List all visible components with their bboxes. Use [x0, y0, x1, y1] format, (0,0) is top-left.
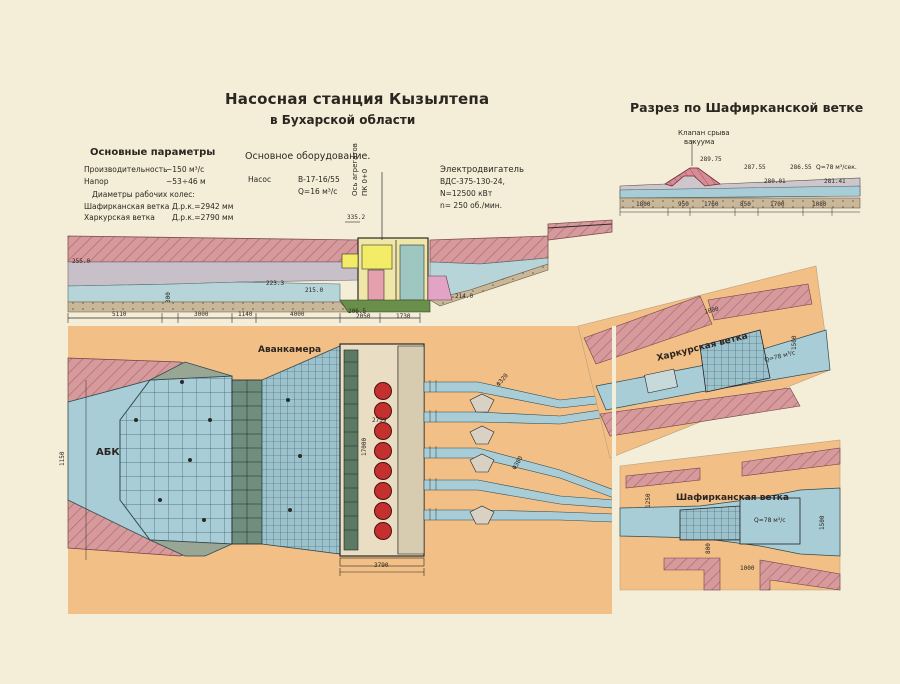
dimension-label: 1700 — [770, 201, 785, 208]
page-subtitle: в Бухарской области — [270, 113, 416, 127]
station-plan — [67, 326, 615, 614]
pump-flow: Q=16 м³/с — [298, 187, 338, 196]
dimension-label: 1500 — [791, 335, 798, 350]
dimension-label: 850 — [740, 201, 751, 208]
elevation-mark: 287.55 — [744, 164, 766, 171]
dimension-label: 1150 — [59, 451, 66, 466]
motor-power: N=12500 кВт — [440, 189, 493, 198]
shafirkan-branch-plan — [619, 439, 841, 591]
dimension-label: 3790 — [374, 562, 389, 569]
elevation-mark: 215.0 — [305, 287, 324, 294]
dimension-label: 2759 — [372, 417, 387, 424]
elevation-mark: 214.0 — [455, 293, 474, 300]
param-label: Производительность — [84, 165, 168, 174]
elevation-mark: 289.75 — [700, 156, 722, 163]
param-label: Шафирканская ветка — [84, 202, 170, 211]
dimension-label: 1000 — [740, 565, 755, 572]
dimension-label: 1080 — [812, 201, 827, 208]
axis-label: Ось агрегатов — [351, 143, 359, 196]
param-value: ~150 м³/с — [166, 165, 205, 174]
page-title: Насосная станция Кызылтепа — [225, 90, 490, 108]
dimension-label: 3000 — [194, 311, 209, 318]
dimension-label: 1140 — [238, 311, 253, 318]
param-label: Диаметры рабочих колес: — [92, 190, 195, 199]
pump-unit — [374, 482, 392, 500]
elevation-mark: 255.0 — [72, 258, 91, 265]
pump-unit — [374, 502, 392, 520]
param-label: Харкурская ветка — [84, 213, 155, 222]
shafirkan-branch-label: Шафирканская ветка — [676, 493, 789, 503]
dimension-label: 1250 — [645, 493, 652, 508]
pump-unit — [374, 422, 392, 440]
pump-type: В-17-16/55 — [298, 175, 340, 184]
params-heading: Основные параметры — [90, 147, 216, 158]
elevation-mark: 281.41 — [824, 178, 846, 185]
pump-unit — [374, 402, 392, 420]
longitudinal-profile — [67, 172, 613, 323]
dimension-label: 1500 — [819, 515, 826, 530]
dimension-label: 4000 — [290, 311, 305, 318]
param-value: Д.р.к.=2790 мм — [172, 213, 234, 222]
axis-label-pk: ПК 0+0 — [361, 168, 369, 196]
equipment-heading: Основное оборудование. — [245, 151, 371, 162]
dimension-label: 17000 — [361, 437, 368, 456]
dimension-label: 2050 — [356, 313, 371, 320]
dimension-label: 800 — [705, 543, 712, 554]
pump-unit — [374, 522, 392, 540]
motor-heading: Электродвигатель — [440, 165, 524, 175]
pump-unit — [374, 442, 392, 460]
dimension-label: 1730 — [396, 313, 411, 320]
flow-label: Q=78 м³/сек. — [816, 164, 857, 171]
abk-label: АБК — [96, 447, 120, 458]
section-title: Разрез по Шафирканской ветке — [630, 100, 864, 115]
param-value: Д.р.к.=2942 мм — [172, 202, 234, 211]
param-label: Напор — [84, 177, 109, 186]
elevation-mark: 223.3 — [266, 280, 285, 287]
avankamera-label: Аванкамера — [258, 345, 322, 355]
elevation-mark: 206.5 — [348, 308, 367, 315]
motor-speed: n= 250 об./мин. — [440, 201, 503, 210]
dimension-label: 1760 — [704, 201, 719, 208]
valve-label: вакуума — [684, 138, 715, 146]
elevation-mark: 280.01 — [764, 178, 786, 185]
pump-label: Насос — [248, 175, 272, 184]
dimension-label: 300 — [165, 292, 172, 303]
dimension-label: 5110 — [112, 311, 127, 318]
elevation-mark: 286.55 — [790, 164, 812, 171]
elevation-mark: 335.2 — [347, 214, 366, 221]
dimension-label: 950 — [678, 201, 689, 208]
pump-unit — [374, 462, 392, 480]
motor-type: ВДС-375-130-24, — [440, 177, 505, 186]
dimension-label: 1800 — [636, 201, 651, 208]
cross-section-shafirkan — [619, 140, 861, 216]
pump-unit — [374, 382, 392, 400]
param-value: ~53÷46 м — [166, 177, 206, 186]
valve-label: Клапан срыва — [678, 129, 730, 137]
flow-label: Q=78 м³/с — [754, 517, 786, 524]
